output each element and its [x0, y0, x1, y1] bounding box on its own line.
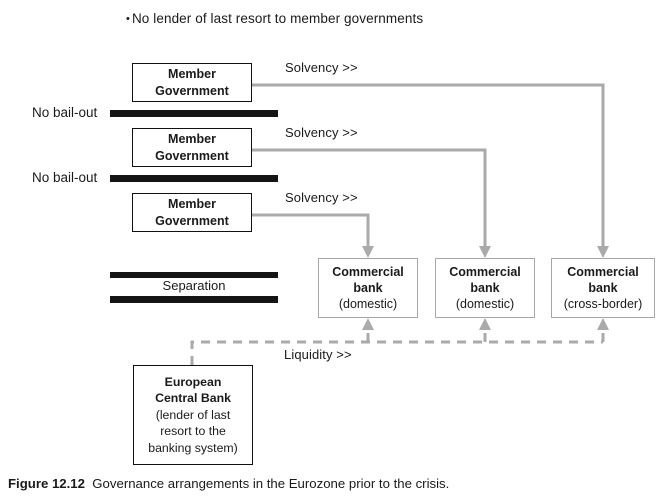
arrowhead-bank2-bottom — [479, 318, 491, 330]
member-government-2-line2: Government — [155, 148, 229, 163]
edge-label-solvency-2: Solvency >> — [285, 125, 358, 140]
member-government-2-line1: Member — [168, 132, 216, 146]
figure-caption-label: Figure 12.12 — [8, 476, 85, 491]
node-commercial-bank-3[interactable]: Commercial bank (cross-border) — [551, 258, 655, 318]
edge-label-solvency-3: Solvency >> — [285, 190, 358, 205]
label-separation: Separation — [110, 278, 278, 293]
bullet-note: •No lender of last resort to member gove… — [126, 10, 423, 28]
bar-no-bailout-1 — [110, 110, 278, 117]
ecb-line5: banking system) — [148, 440, 238, 455]
node-commercial-bank-2[interactable]: Commercial bank (domestic) — [435, 258, 535, 318]
commercial-bank-3-line2: bank — [588, 281, 618, 295]
arrowhead-bank2-top — [479, 246, 491, 258]
edge-label-liquidity: Liquidity >> — [284, 347, 352, 362]
label-no-bailout-1: No bail-out — [32, 105, 98, 120]
arrowhead-bank1-top — [362, 246, 374, 258]
commercial-bank-1-line2: bank — [353, 281, 383, 295]
ecb-line4: resort to the — [160, 424, 226, 439]
commercial-bank-2-line3: (domestic) — [455, 297, 515, 311]
bullet-point-icon: • — [126, 12, 130, 25]
node-member-government-1[interactable]: Member Government — [132, 63, 252, 102]
arrowhead-bank3-top — [597, 246, 609, 258]
ecb-line3: (lender of last — [155, 407, 231, 422]
bar-separation-bottom — [110, 296, 278, 303]
member-government-1-line1: Member — [168, 67, 216, 81]
commercial-bank-1-line3: (domestic) — [338, 297, 398, 311]
connector-mg3-to-bank1 — [252, 213, 370, 250]
commercial-bank-3-line3: (cross-border) — [563, 297, 643, 311]
member-government-3-line1: Member — [168, 197, 216, 211]
node-member-government-3[interactable]: Member Government — [132, 193, 252, 232]
figure-caption-text: Governance arrangements in the Eurozone … — [92, 476, 450, 491]
commercial-bank-1-line1: Commercial — [332, 265, 404, 279]
bar-no-bailout-2 — [110, 175, 278, 182]
commercial-bank-2-line1: Commercial — [449, 265, 521, 279]
member-government-3-line2: Government — [155, 213, 229, 228]
connector-mg1-to-bank3 — [252, 83, 605, 250]
edge-label-solvency-1: Solvency >> — [285, 60, 358, 75]
bar-separation-top — [110, 272, 278, 279]
label-no-bailout-2: No bail-out — [32, 170, 98, 185]
commercial-bank-3-line1: Commercial — [567, 265, 639, 279]
commercial-bank-2-line2: bank — [470, 281, 500, 295]
connector-ecb-liquidity-trunk — [190, 340, 603, 365]
node-member-government-2[interactable]: Member Government — [132, 128, 252, 167]
arrowhead-bank1-bottom — [362, 318, 374, 330]
node-european-central-bank[interactable]: European Central Bank (lender of last re… — [133, 365, 253, 465]
node-commercial-bank-1[interactable]: Commercial bank (domestic) — [318, 258, 418, 318]
bullet-note-text: No lender of last resort to member gover… — [131, 11, 424, 26]
ecb-line2: Central Bank — [155, 391, 231, 406]
arrowhead-bank3-bottom — [597, 318, 609, 330]
ecb-line1: European — [164, 374, 222, 389]
member-government-1-line2: Government — [155, 83, 229, 98]
figure-caption: Figure 12.12 Governance arrangements in … — [8, 476, 449, 491]
